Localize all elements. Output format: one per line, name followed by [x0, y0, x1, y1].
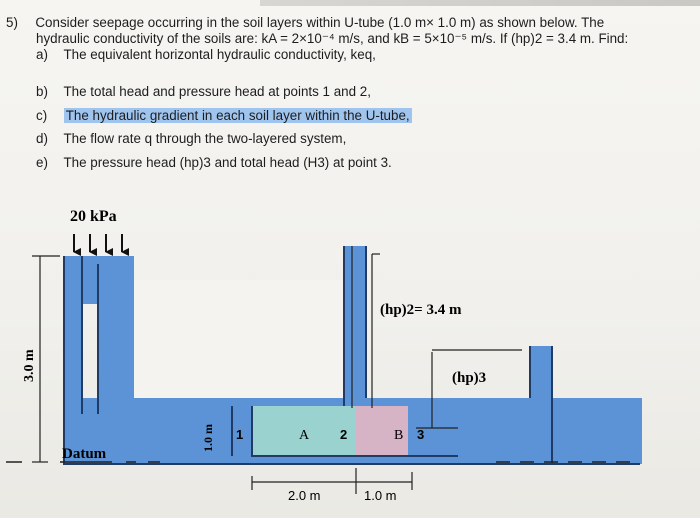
problem-number: 5): [6, 15, 18, 30]
point-3-label: 3: [417, 427, 424, 442]
piezometer-lines: [351, 246, 522, 429]
length-b-label: 1.0 m: [364, 488, 397, 503]
pressure-arrows: [73, 234, 129, 256]
tube-size-label: 1.0 m: [201, 424, 215, 452]
question-d-letter: d): [36, 131, 48, 146]
hp3-label: (hp)3: [452, 370, 486, 386]
question-e: e) The pressure head (hp)3 and total hea…: [36, 154, 392, 171]
height-dimension: [32, 255, 60, 463]
datum-label: Datum: [62, 446, 107, 462]
problem-line-1: 5) Consider seepage occurring in the soi…: [6, 14, 604, 31]
question-d: d) The flow rate q through the two-layer…: [36, 130, 346, 147]
left-riser-fill: [98, 264, 134, 414]
left-reservoir-water: [64, 256, 134, 264]
length-dimension: [251, 468, 413, 494]
soil-layer-a: [252, 406, 356, 456]
question-a-letter: a): [36, 47, 48, 62]
question-d-text: The flow rate q through the two-layered …: [63, 131, 347, 146]
soil-layer-b: [356, 406, 408, 456]
u-tube-outline: [63, 246, 640, 465]
question-c-text-highlighted: The hydraulic gradient in each soil laye…: [63, 108, 412, 123]
point-2-label: 2: [340, 427, 347, 442]
pressure-label: 20 kPa: [70, 208, 117, 225]
problem-line-2: hydraulic conductivity of the soils are:…: [36, 31, 629, 46]
question-b-letter: b): [36, 84, 48, 99]
question-b-text: The total head and pressure head at poin…: [63, 84, 371, 99]
problem-statement-1: Consider seepage occurring in the soil l…: [35, 15, 605, 30]
question-c-letter: c): [36, 108, 48, 123]
length-a-label: 2.0 m: [288, 488, 321, 503]
hp2-label: (hp)2= 3.4 m: [380, 302, 462, 318]
question-a: a) The equivalent horizontal hydraulic c…: [36, 46, 376, 63]
question-e-letter: e): [36, 155, 48, 170]
height-label: 3.0 m: [22, 349, 37, 382]
page-top-edge: [260, 0, 700, 6]
soil-b-label: B: [394, 428, 403, 443]
diagram-open-space: [134, 280, 344, 398]
question-a-text: The equivalent horizontal hydraulic cond…: [63, 47, 376, 62]
u-tube-diagram: 20 kPa: [6, 208, 642, 503]
question-c: c) The hydraulic gradient in each soil l…: [36, 107, 412, 124]
question-e-text: The pressure head (hp)3 and total head (…: [63, 155, 392, 170]
point-1-label: 1: [236, 427, 243, 442]
soil-a-label: A: [299, 428, 310, 443]
question-b: b) The total head and pressure head at p…: [36, 83, 371, 100]
